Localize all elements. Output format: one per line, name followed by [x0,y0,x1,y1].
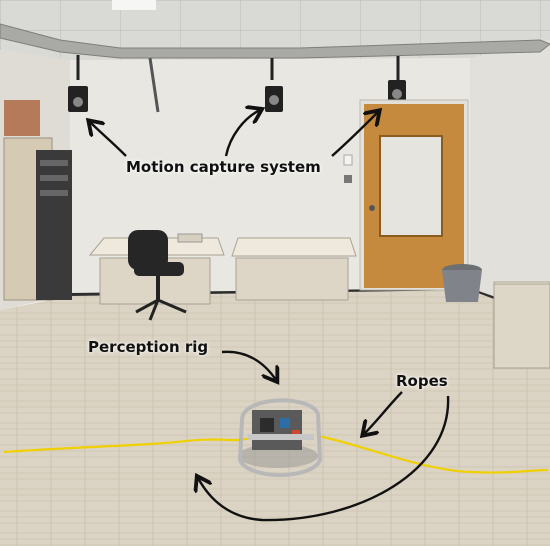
annotation-arrows [90,110,450,522]
door-window [379,135,443,237]
ropes-label: Ropes [396,372,448,390]
camera-left [68,55,88,112]
cable-tray [0,23,550,59]
camera-center [265,58,283,112]
desk-right [231,237,357,301]
ceiling-light [112,0,156,10]
motion-capture-label: Motion capture system [126,158,321,176]
perception-rig-label: Perception rig [88,338,209,356]
office-chair [128,230,187,321]
perception-rig [237,398,323,477]
right-wall [470,40,550,320]
rope [3,434,549,474]
trash-can [442,264,482,302]
right-table [493,281,550,369]
desk-left [88,233,225,305]
server-rack [36,150,72,300]
left-boxes [4,100,40,136]
